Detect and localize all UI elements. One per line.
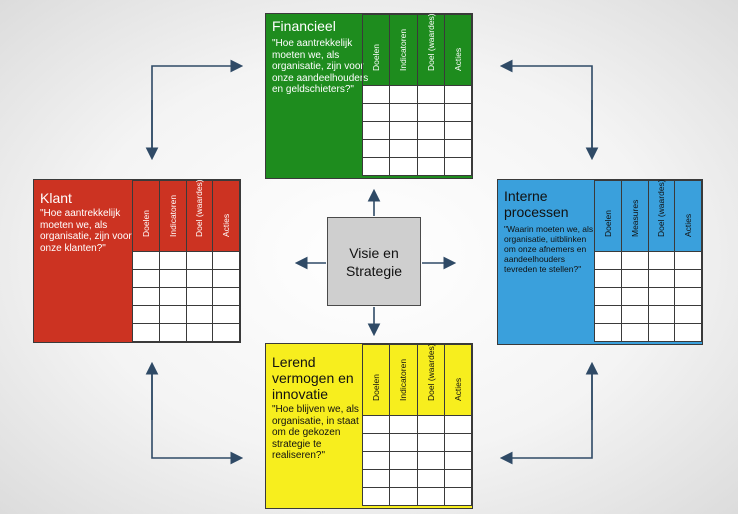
header-acties: Acties — [212, 180, 240, 252]
klant-table: Doelen Indicatoren Doel (waardes) Acties — [132, 179, 240, 342]
table-row — [132, 323, 240, 342]
header-doel-waardes: Doel (waardes) — [185, 179, 214, 252]
table-row — [132, 287, 240, 306]
header-doelen: Doelen — [361, 14, 391, 86]
interne-processen-box: Interne processen "Waarin moeten we, als… — [497, 179, 703, 345]
visie-strategie-box: Visie en Strategie — [327, 217, 421, 306]
header-doel-waardes: Doel (waardes) — [416, 343, 445, 416]
arrow-top-left-a — [151, 59, 244, 157]
header-indicatoren: Indicatoren — [389, 344, 418, 416]
financieel-box: Financieel "Hoe aantrekkelijk moeten we,… — [265, 13, 473, 179]
klant-box: Klant "Hoe aantrekkelijk moeten we, als … — [33, 179, 241, 343]
table-row — [132, 251, 240, 270]
table-row — [594, 305, 702, 324]
header-indicatoren: Indicatoren — [158, 180, 187, 252]
table-row — [132, 269, 240, 288]
header-doel-waardes: Doel (waardes) — [647, 179, 676, 252]
header-acties: Acties — [443, 344, 473, 416]
table-row — [361, 157, 473, 176]
lerend-vermogen-box: Lerend vermogen en innovatie "Hoe blijve… — [265, 343, 473, 509]
table-row — [361, 103, 473, 122]
lerend-question: "Hoe blijven we, als organisatie, in sta… — [272, 404, 359, 461]
financieel-title: Financieel — [272, 18, 336, 34]
header-doelen: Doelen — [361, 344, 391, 416]
header-doelen: Doelen — [132, 180, 160, 252]
header-indicatoren: Indicatoren — [389, 14, 418, 86]
header-doel-waardes: Doel (waardes) — [416, 13, 445, 86]
header-measures: Measures — [620, 180, 649, 252]
arrow-bottom-left-a — [151, 365, 244, 465]
table-row — [132, 305, 240, 324]
table-row — [361, 433, 473, 452]
lerend-title: Lerend vermogen en innovatie — [272, 354, 354, 402]
interne-title: Interne processen — [504, 188, 569, 220]
table-row — [361, 85, 473, 104]
table-row — [361, 121, 473, 140]
table-row — [361, 487, 473, 506]
financieel-table: Doelen Indicatoren Doel (waardes) Acties — [361, 13, 473, 176]
lerend-table: Doelen Indicatoren Doel (waardes) Acties — [361, 343, 473, 506]
klant-title: Klant — [40, 190, 72, 206]
header-acties: Acties — [674, 180, 702, 252]
table-row — [361, 451, 473, 470]
table-row — [361, 469, 473, 488]
arrow-top-right-a — [499, 59, 593, 157]
interne-table: Doelen Measures Doel (waardes) Acties — [594, 179, 702, 342]
interne-question: "Waarin moeten we, als organisatie, uitb… — [504, 224, 594, 274]
table-row — [594, 323, 702, 342]
table-row — [594, 287, 702, 306]
table-row — [594, 269, 702, 288]
financieel-question: "Hoe aantrekkelijk moeten we, als organi… — [272, 38, 369, 95]
table-row — [594, 251, 702, 270]
klant-question: "Hoe aantrekkelijk moeten we, als organi… — [40, 208, 132, 254]
arrow-bottom-right-a — [499, 365, 593, 465]
header-doelen: Doelen — [594, 180, 622, 252]
center-line-2: Strategie — [345, 262, 403, 279]
center-line-1: Visie en — [349, 244, 399, 261]
header-acties: Acties — [443, 14, 473, 86]
table-row — [361, 139, 473, 158]
table-row — [361, 415, 473, 434]
